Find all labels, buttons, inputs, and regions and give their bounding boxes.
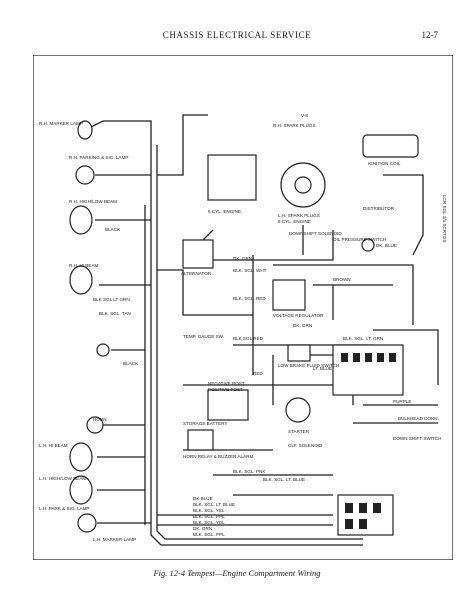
label-wire-4: BLK. SGL. YEL [193, 508, 225, 513]
label-blk-sgl-red: BLK. SGL. RED [233, 296, 266, 301]
label-wire-6: BLK. SGL. PPL [193, 532, 225, 537]
horn-relay-icon [187, 429, 214, 451]
lh-hilo-lamp-icon [69, 475, 93, 505]
brake-switch-icon [287, 344, 311, 362]
label-black: BLACK [105, 227, 121, 232]
label-dk-grn: DK. GRN [233, 256, 252, 261]
label-horn: HORN [93, 417, 107, 422]
label-bulkhead: BULKHEAD CONN. [398, 416, 439, 421]
voltage-regulator-icon [272, 279, 306, 311]
label-lh-hi-beam: L.H. HI BEAM [39, 443, 68, 448]
battery-icon [207, 389, 249, 421]
label-pos-post: POSITIVE POST [208, 387, 243, 392]
label-dk-grn2: DK. GRN [293, 323, 312, 328]
label-distributor: DISTRIBUTOR [363, 206, 395, 211]
rh-park-lamp-icon [75, 165, 95, 185]
label-red: RED [253, 371, 263, 376]
lh-hibeam-lamp-icon [69, 442, 93, 472]
label-rh-park-lamp: R.H. PARKING & SIG. LAMP [69, 155, 128, 160]
label-voltage-regulator: VOLTAGE REGULATOR [273, 313, 324, 318]
label-wire-9: BLK. SGL. LT. BLUE [263, 477, 305, 482]
label-8cyl: 8 CYL. ENGINE [278, 219, 311, 224]
label-lh-hilo-beam: L.H. HIGH/LOW BEAM [39, 476, 86, 481]
label-blk-sgl-lt-grn2: BLK. SGL. LT. GRN [343, 336, 383, 341]
label-wire-3: BLK. SGL. LT. BLUE [193, 502, 235, 507]
alternator-icon [182, 239, 214, 269]
engine-6cyl-icon [207, 154, 257, 201]
horn-icon [96, 343, 110, 357]
label-ignition-coil: IGNITION COIL [368, 161, 401, 166]
label-neg-post: NEGATIVE POST [208, 381, 245, 386]
rh-hilo-lamp-icon [69, 205, 93, 235]
label-starter-solenoid: CLF. SOLENOID [288, 443, 323, 448]
rh-hibeam-lamp-icon [69, 265, 93, 295]
label-wire-2: DK BLUE [193, 496, 213, 501]
label-blk-sgl-red2: BLK SGL RED [233, 336, 264, 341]
diagram-frame [33, 55, 453, 560]
starter-icon [285, 397, 311, 423]
label-rh-hi-beam: R.H. HI BEAM [69, 263, 99, 268]
label-wire-1: BLK. SGL. PNK [233, 469, 266, 474]
label-wire-7: DK. GRN [193, 526, 212, 531]
label-dk-blue: DK. BLUE [376, 243, 397, 248]
bulkhead-connector-icon [332, 344, 404, 396]
page-header-title: CHASSIS ELECTRICAL SERVICE [162, 30, 312, 40]
label-dimmer: DOWN SHIFT SWITCH [393, 436, 441, 441]
label-blk-sgl-wht: BLK. SGL. WHT [233, 268, 267, 273]
ignition-coil-icon [362, 134, 419, 158]
label-wire-8: BLK. SGL. YEL [193, 520, 225, 525]
label-rh-marker-lamp: R.H. MARKER LAMP [39, 121, 83, 126]
label-purple: PURPLE [393, 399, 411, 404]
label-lh-marker-lamp: L.H. MARKER LAMP [93, 537, 136, 542]
wiring-diagram: R.H. MARKER LAMP R.H. PARKING & SIG. LAM… [33, 55, 453, 560]
label-lh-park-lamp: L.H. PARK & SIG. LAMP [39, 506, 89, 511]
label-horn-relay: HORN RELAY & BUZZER ALARM [183, 454, 253, 459]
label-alternator: ALTERNATOR [181, 271, 212, 276]
label-starter: STARTER [288, 429, 310, 434]
lh-park-lamp-icon [77, 513, 97, 533]
label-downshift-solenoid: DOWNSHIFT SOLENOID [289, 231, 342, 236]
label-v8: V-8 [301, 113, 308, 118]
label-wire-5: BLK. SGL. PPL [193, 514, 225, 519]
label-blk-sgl-lt-grn: BLK SGL LT GRN [93, 297, 130, 302]
label-6cyl: 6 CYL. ENGINE [208, 209, 241, 214]
label-front-black: BLACK [123, 361, 139, 366]
main-harness [150, 143, 363, 546]
horn2-icon [86, 416, 104, 434]
label-rh-hilo-beam: R.H. HIGH/LOW BEAM [69, 199, 117, 204]
rh-marker-lamp-icon [77, 120, 93, 140]
label-temp-gauge: TEMP. GAUGE SW. [183, 334, 224, 339]
label-rh-spark: R.H. SPARK PLUGS [273, 123, 316, 128]
label-side: LCR SGL 1/1 SCRTOS [442, 195, 447, 242]
label-low-brake: LOW BRAKE FLUID SWITCH [278, 363, 339, 368]
figure-caption: Fig. 12-4 Tempest—Engine Compartment Wir… [153, 568, 321, 578]
page-number: 12-7 [421, 30, 439, 40]
oil-switch-icon [361, 238, 375, 252]
label-lh-spark: L.H. SPARK PLUGS [278, 213, 320, 218]
label-brown: BROWN [333, 277, 351, 282]
label-blk-sgl-tan: BLK. SGL. TAN [99, 311, 131, 316]
label-oil-pressure-switch: OIL PRESSURE SWITCH [333, 237, 386, 242]
label-lt-blue: LT. BLUE [313, 366, 332, 371]
label-storage-battery: STORAGE BATTERY [183, 421, 227, 426]
